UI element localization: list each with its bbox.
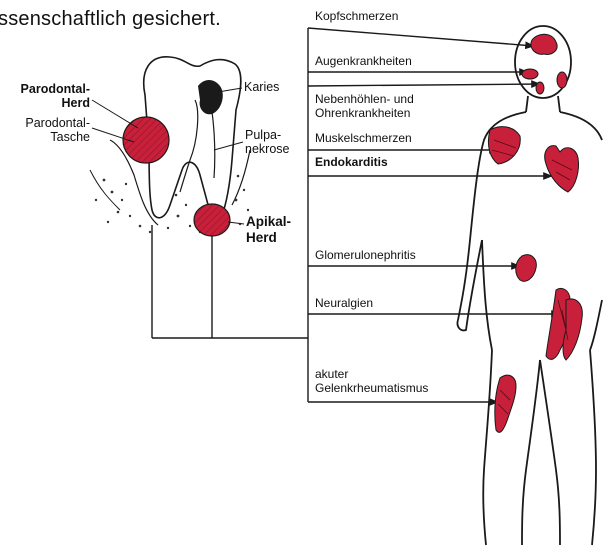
muscle-lesion	[488, 127, 520, 164]
affected-organs	[488, 34, 582, 432]
ear-lesion	[557, 72, 567, 88]
caries-lesion	[198, 80, 223, 114]
head-lesion	[531, 34, 557, 54]
tooth-illustration	[90, 57, 250, 225]
tooth-leaders	[92, 88, 244, 224]
sinus-lesion	[536, 82, 544, 94]
human-body-outline	[457, 26, 602, 545]
heart-lesion	[545, 146, 579, 192]
joint-lesion	[495, 375, 516, 432]
kidney-lesion	[516, 255, 537, 282]
eye-lesion	[522, 69, 538, 79]
